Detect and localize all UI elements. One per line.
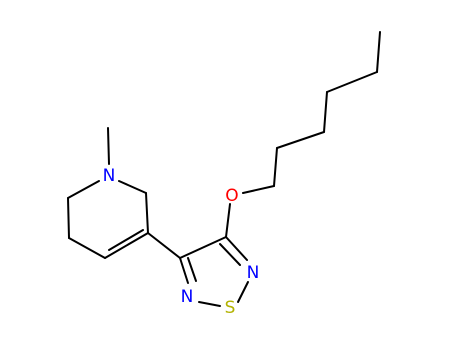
atom-label-oxygen: O [225, 186, 238, 206]
bond-left-n-ring-carbon [179, 257, 189, 284]
bond-right-n-sulfur [237, 281, 249, 303]
bond-ring-carbon-ring-carbon [179, 236, 227, 259]
bond-pyridine-c4-c3 [104, 232, 149, 259]
bond-hexyl-c3-c2 [276, 131, 325, 149]
atom-labels: N O N N S [103, 166, 260, 318]
bond-hexyl-c1-oxygen [242, 185, 275, 194]
bond-pyridine-c6-c5 [67, 197, 70, 239]
bond-ring-carbon-right-n [225, 236, 248, 261]
bond-pyridine-c3-c2 [145, 192, 149, 234]
bond-hexyl-c2-c1 [273, 147, 278, 187]
bond-pyridine-c2-n [118, 180, 147, 194]
bond-hexyl-c4-c3 [323, 91, 328, 133]
bond-ring-carbon-right-n-double [219, 243, 241, 266]
bond-pyridine-c5-c4 [68, 237, 106, 259]
atom-label-ring-nitrogen-right: N [247, 263, 260, 283]
bond-left-n-ring-carbon-double [187, 257, 197, 282]
bond-sulfur-left-n [198, 301, 221, 307]
atom-label-sulfur: S [225, 298, 236, 318]
bond-pyridine-c4-c3-double [108, 229, 144, 251]
bond-lines [67, 31, 381, 307]
bond-oxygen-ring-carbon [225, 203, 231, 238]
bond-hexyl-c5-c4 [326, 71, 378, 93]
bond-n-methyl [107, 127, 110, 165]
bond-pyridine-n-c6 [67, 180, 100, 199]
bond-hexyl-c6-c5 [376, 31, 381, 73]
atom-label-ring-nitrogen-left: N [181, 287, 194, 307]
bond-thiadiazole-pyridine [147, 232, 181, 259]
atom-label-amine-nitrogen: N [103, 166, 116, 186]
